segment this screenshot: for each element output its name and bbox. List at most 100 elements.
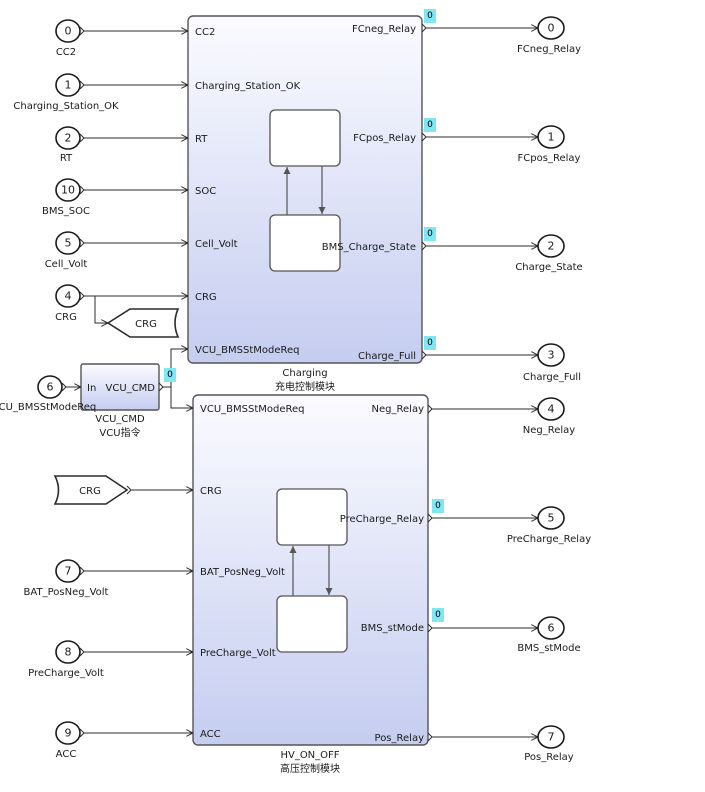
- outport-pos-relay[interactable]: 7 Pos_Relay: [524, 725, 574, 763]
- vcu-cmd-subtitle: VCU指令: [99, 426, 140, 439]
- charging-in-station-ok: Charging_Station_OK: [195, 81, 301, 92]
- outport-bms-stmode-number: 6: [548, 622, 555, 635]
- vcu-cmd-in-label: In: [87, 383, 96, 394]
- outport-pos-relay-label: Pos_Relay: [524, 752, 574, 763]
- outport-fcneg-relay[interactable]: 0 FCneg_Relay: [517, 16, 581, 55]
- value-badge-vcu-cmd: 0: [164, 368, 176, 382]
- hv-in-precharge-volt: PreCharge_Volt: [200, 648, 276, 659]
- value-badge-charge-full-text: 0: [427, 338, 433, 348]
- charging-block-name: Charging: [282, 368, 327, 379]
- vcu-cmd-block[interactable]: In VCU_CMD: [80, 363, 164, 411]
- inport-crg-label: CRG: [55, 312, 77, 323]
- outport-bms-stmode-label: BMS_stMode: [517, 643, 580, 654]
- hv-in-acc: ACC: [200, 729, 221, 740]
- inport-rt-label: RT: [60, 153, 73, 164]
- inport-charging-station-ok-label: Charging_Station_OK: [13, 101, 119, 112]
- hv-out-pos-relay: Pos_Relay: [375, 733, 425, 744]
- hv-in-vcu-req: VCU_BMSStModeReq: [200, 404, 305, 415]
- hv-out-precharge-relay: PreCharge_Relay: [340, 514, 424, 525]
- outport-bms-stmode[interactable]: 6 BMS_stMode: [517, 616, 581, 654]
- inport-charging-station-ok-number: 1: [65, 79, 72, 92]
- hv-out-bms-stmode: BMS_stMode: [361, 623, 424, 634]
- from-crg-tag[interactable]: CRG: [53, 475, 132, 505]
- inport-precharge-volt-label: PreCharge_Volt: [28, 668, 104, 679]
- charging-state-chart: [269, 109, 341, 272]
- charging-in-crg: CRG: [195, 292, 217, 303]
- goto-crg-tag[interactable]: CRG: [106, 308, 180, 338]
- outport-charge-full-number: 3: [548, 349, 555, 362]
- charging-block[interactable]: CC2 Charging_Station_OK RT SOC Cell_Volt…: [187, 15, 427, 364]
- inport-charging-station-ok[interactable]: 1 Charging_Station_OK: [13, 73, 119, 112]
- inport-vcu-bmsstmodereq[interactable]: 6 VCU_BMSStModeReq: [0, 375, 96, 413]
- outport-pos-relay-number: 7: [548, 731, 555, 744]
- value-badge-vcu-cmd-text: 0: [167, 370, 173, 380]
- charging-in-vcu-req: VCU_BMSStModeReq: [195, 345, 300, 356]
- outport-fcneg-relay-label: FCneg_Relay: [517, 44, 581, 55]
- inport-crg[interactable]: 4 CRG: [55, 284, 85, 323]
- outport-charge-full-label: Charge_Full: [523, 372, 581, 383]
- charging-block-subtitle: 充电控制模块: [275, 380, 335, 393]
- hv-out-neg-relay: Neg_Relay: [372, 404, 425, 415]
- hv-block-subtitle: 高压控制模块: [280, 762, 340, 775]
- inport-bat-posneg-volt[interactable]: 7 BAT_PosNeg_Volt: [24, 559, 109, 598]
- inport-bms-soc-number: 10: [61, 184, 75, 197]
- charging-out-charge-state: BMS_Charge_State: [322, 242, 416, 253]
- vcu-cmd-out-label: VCU_CMD: [106, 383, 156, 394]
- outport-fcpos-relay[interactable]: 1 FCpos_Relay: [518, 125, 581, 164]
- value-badge-fcpos-text: 0: [427, 120, 433, 130]
- goto-crg-label: CRG: [135, 319, 157, 330]
- charging-out-charge-full: Charge_Full: [358, 351, 416, 362]
- outport-fcneg-relay-number: 0: [548, 22, 555, 35]
- inport-rt[interactable]: 2 RT: [55, 126, 85, 164]
- outport-precharge-relay-label: PreCharge_Relay: [507, 534, 591, 545]
- charging-in-soc: SOC: [195, 186, 216, 197]
- value-badge-charge-state: 0: [424, 227, 436, 241]
- inport-precharge-volt-number: 8: [65, 646, 72, 659]
- outport-precharge-relay[interactable]: 5 PreCharge_Relay: [507, 506, 591, 545]
- value-badge-precharge-relay-text: 0: [435, 501, 441, 511]
- vcu-cmd-name: VCU_CMD: [95, 414, 145, 425]
- hv-in-crg: CRG: [200, 486, 222, 497]
- hv-on-off-block[interactable]: VCU_BMSStModeReq CRG BAT_PosNeg_Volt Pre…: [192, 394, 433, 746]
- value-badge-bms-stmode-text: 0: [435, 610, 441, 620]
- outport-charge-full[interactable]: 3 Charge_Full: [523, 343, 581, 383]
- from-crg-label: CRG: [79, 486, 101, 497]
- outport-neg-relay-label: Neg_Relay: [523, 425, 576, 436]
- inport-cc2[interactable]: 0 CC2: [55, 19, 85, 58]
- hv-in-bat-volt: BAT_PosNeg_Volt: [200, 567, 285, 578]
- outport-charge-state-label: Charge_State: [515, 262, 582, 273]
- outport-precharge-relay-number: 5: [548, 512, 555, 525]
- inport-acc[interactable]: 9 ACC: [55, 721, 85, 760]
- value-badge-charge-state-text: 0: [427, 229, 433, 239]
- inport-bms-soc-label: BMS_SOC: [42, 206, 90, 217]
- inport-rt-number: 2: [65, 132, 72, 145]
- hv-block-name: HV_ON_OFF: [280, 750, 339, 761]
- outport-charge-state-number: 2: [548, 240, 555, 253]
- inport-cell-volt-label: Cell_Volt: [45, 259, 88, 270]
- outport-neg-relay[interactable]: 4 Neg_Relay: [523, 397, 576, 436]
- charging-out-fcneg: FCneg_Relay: [352, 24, 416, 35]
- inport-cc2-number: 0: [65, 25, 72, 38]
- inport-cell-volt[interactable]: 5 Cell_Volt: [45, 231, 88, 270]
- inport-bat-posneg-volt-number: 7: [65, 565, 72, 578]
- value-badge-fcneg-text: 0: [427, 11, 433, 21]
- hv-state-chart: [276, 488, 348, 653]
- outport-fcpos-relay-label: FCpos_Relay: [518, 153, 581, 164]
- value-badge-fcneg: 0: [424, 9, 436, 23]
- outport-fcpos-relay-number: 1: [548, 131, 555, 144]
- charging-in-cell-volt: Cell_Volt: [195, 239, 238, 250]
- inport-crg-number: 4: [65, 290, 72, 303]
- inport-precharge-volt[interactable]: 8 PreCharge_Volt: [28, 640, 104, 679]
- wires: [66, 28, 538, 737]
- inport-bms-soc[interactable]: 10 BMS_SOC: [42, 178, 90, 217]
- inport-vcu-bmsstmodereq-label: VCU_BMSStModeReq: [0, 402, 96, 413]
- inport-acc-label: ACC: [56, 749, 77, 760]
- value-badge-bms-stmode: 0: [432, 608, 444, 622]
- charging-out-fcpos: FCpos_Relay: [353, 133, 416, 144]
- value-badge-fcpos: 0: [424, 118, 436, 132]
- inport-bat-posneg-volt-label: BAT_PosNeg_Volt: [24, 587, 109, 598]
- inport-acc-number: 9: [65, 727, 72, 740]
- value-badge-charge-full: 0: [424, 336, 436, 350]
- outport-charge-state[interactable]: 2 Charge_State: [515, 234, 583, 273]
